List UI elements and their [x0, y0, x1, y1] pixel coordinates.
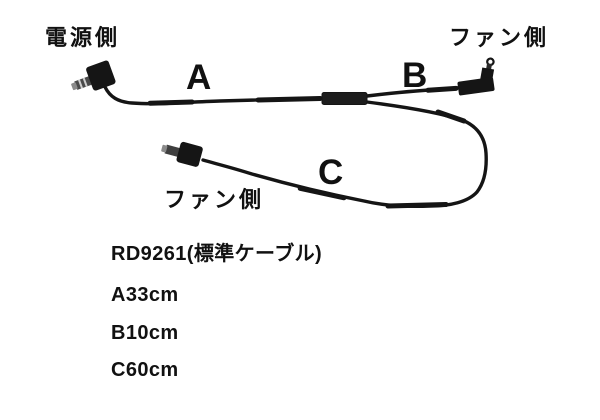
fan-side-mid-label: ファン側 — [164, 187, 265, 212]
length-c: C60cm — [111, 359, 179, 381]
cable-sheath — [425, 85, 459, 93]
cable-sheath — [297, 186, 347, 201]
cable-sheath — [147, 99, 195, 106]
power-side-label: 電源側 — [45, 25, 121, 50]
fan-side-top-label: ファン側 — [449, 25, 550, 50]
fan-connector-top — [457, 57, 495, 96]
fan-connector-mid — [161, 141, 203, 167]
cable-sheath — [435, 109, 467, 124]
length-b: B10cm — [111, 322, 179, 344]
power-connector — [71, 60, 116, 91]
cable-sheath — [385, 202, 449, 209]
model-name: RD9261(標準ケーブル) — [111, 243, 323, 265]
segment-c-label: C — [318, 153, 344, 192]
junction-sleeve — [321, 92, 368, 105]
segment-b-label: B — [402, 56, 428, 95]
length-a: A33cm — [111, 284, 179, 306]
segment-a-label: A — [186, 58, 212, 97]
cable-sheath — [255, 96, 323, 103]
